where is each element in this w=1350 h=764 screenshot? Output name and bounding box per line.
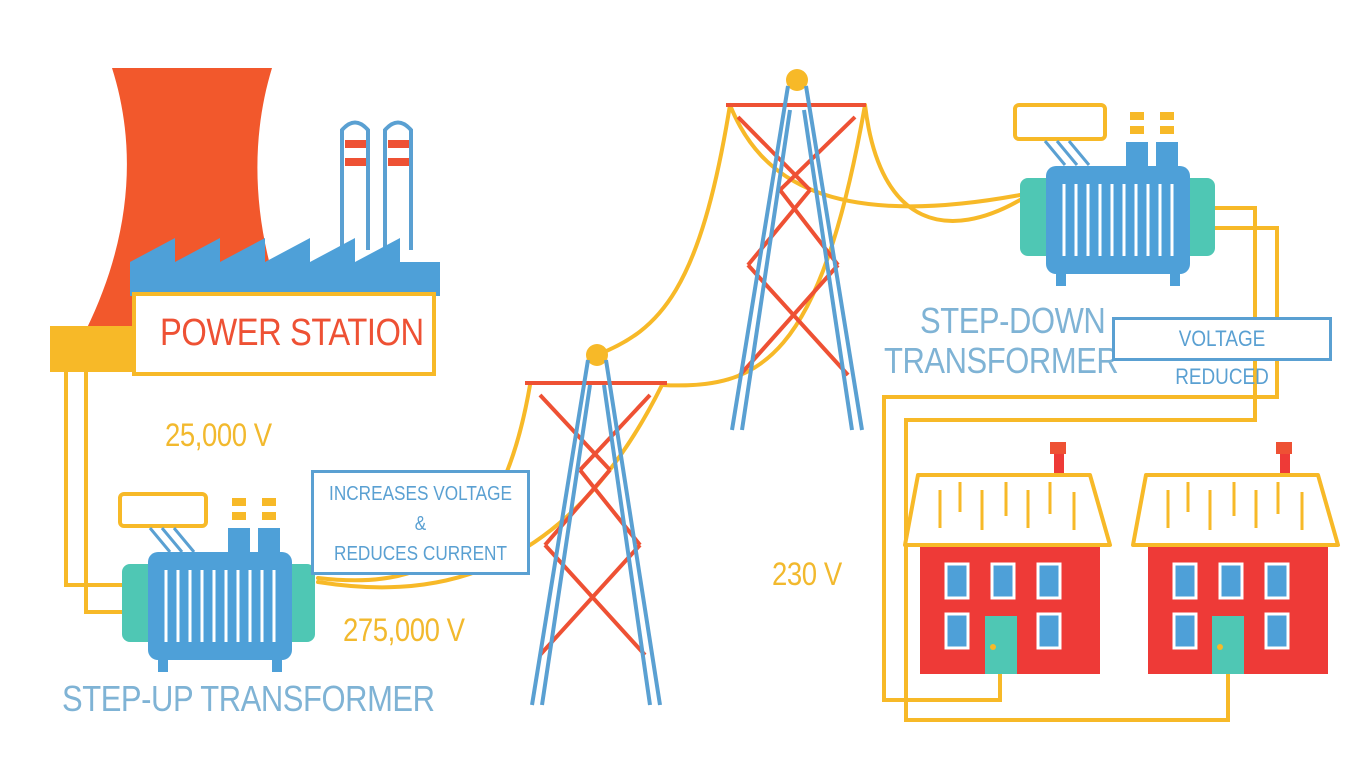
pylon-left bbox=[525, 344, 667, 706]
increases-voltage-line3: REDUCES CURRENT bbox=[334, 543, 507, 565]
power-station bbox=[50, 68, 440, 376]
voltage-25000-label: 25,000 V bbox=[165, 417, 272, 453]
increases-voltage-box: INCREASES VOLTAGE & REDUCES CURRENT bbox=[311, 470, 530, 575]
voltage-reduced-box: VOLTAGE REDUCED bbox=[1112, 317, 1332, 389]
house-right bbox=[1131, 442, 1340, 674]
step-up-transformer-label: STEP-UP TRANSFORMER bbox=[62, 678, 435, 719]
increases-voltage-line2: & bbox=[414, 513, 427, 535]
factory-roof bbox=[130, 238, 440, 296]
voltage-275000-label: 275,000 V bbox=[343, 612, 465, 648]
step-up-transformer bbox=[118, 492, 315, 672]
station-connector bbox=[50, 326, 135, 372]
increases-voltage-line1: INCREASES VOLTAGE bbox=[329, 483, 512, 505]
voltage-230-label: 230 V bbox=[772, 556, 842, 592]
pylon-right bbox=[726, 69, 866, 431]
chimneys bbox=[340, 120, 413, 250]
step-down-label-line1: STEP-DOWN bbox=[920, 300, 1106, 341]
power-station-label: POWER STATION bbox=[160, 312, 424, 354]
step-down-label-line2: TRANSFORMER bbox=[884, 340, 1119, 381]
house-left bbox=[903, 442, 1112, 674]
step-down-transformer bbox=[1013, 103, 1215, 286]
voltage-reduced-text: VOLTAGE REDUCED bbox=[1175, 326, 1269, 389]
cables bbox=[64, 103, 1279, 722]
